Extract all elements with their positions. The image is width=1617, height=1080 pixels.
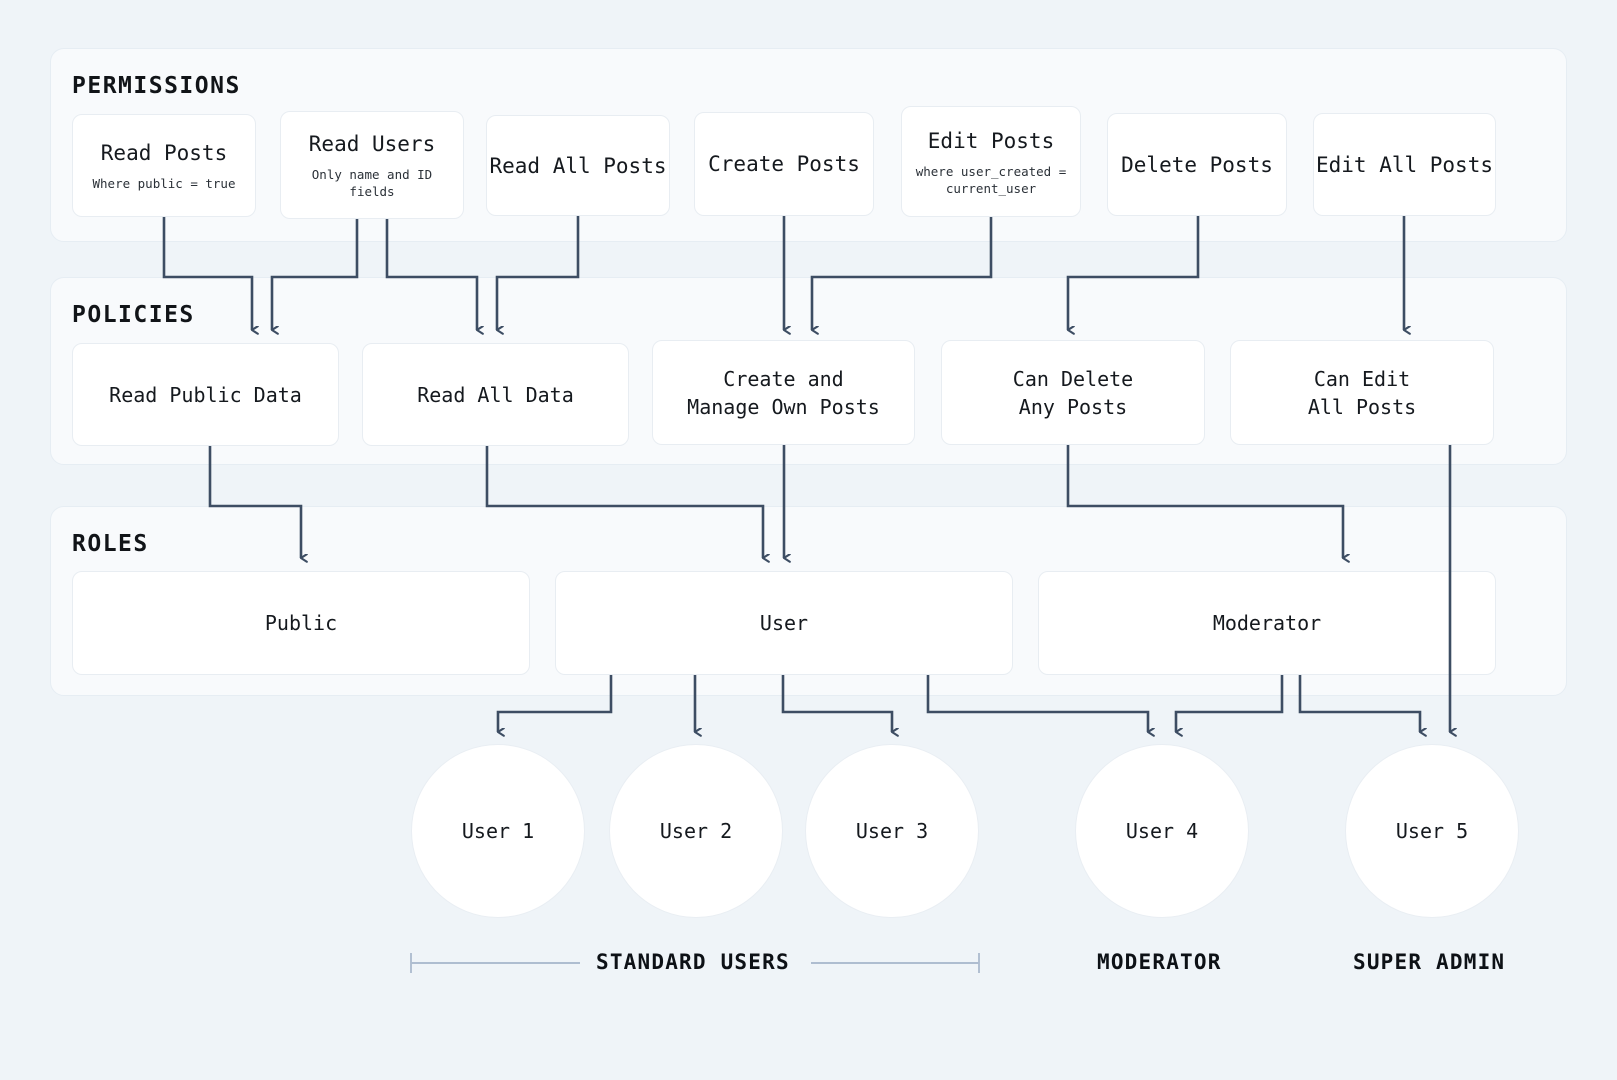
policy-title: Can Edit All Posts [1307, 366, 1417, 419]
user-label: User 2 [659, 819, 733, 843]
permission-title: Read Users [308, 132, 436, 156]
permissions-title: PERMISSIONS [72, 73, 241, 99]
user-node-2[interactable]: User 2 [609, 744, 783, 918]
group-label-moderator: MODERATOR [1097, 950, 1222, 974]
user-node-5[interactable]: User 5 [1345, 744, 1519, 918]
policy-read-public-data[interactable]: Read Public Data [72, 343, 339, 446]
permission-title: Read Posts [100, 141, 228, 165]
permission-subtitle: Only name and ID fields [311, 167, 433, 199]
policy-read-all-data[interactable]: Read All Data [362, 343, 629, 446]
group-label-standard-users: STANDARD USERS [596, 950, 790, 974]
permission-title: Read All Posts [489, 153, 667, 178]
permission-edit-posts[interactable]: Edit Posts where user_created = current_… [901, 106, 1081, 217]
permission-edit-all-posts[interactable]: Edit All Posts [1313, 113, 1496, 216]
roles-title: ROLES [72, 531, 149, 557]
role-public[interactable]: Public [72, 571, 530, 675]
policy-title: Create and Manage Own Posts [687, 366, 880, 419]
user-label: User 3 [855, 819, 929, 843]
policy-title: Read All Data [417, 382, 574, 407]
permission-delete-posts[interactable]: Delete Posts [1107, 113, 1287, 216]
role-title: Moderator [1212, 611, 1322, 635]
user-label: User 1 [461, 819, 535, 843]
group-label-super-admin: SUPER ADMIN [1353, 950, 1506, 974]
permission-read-users[interactable]: Read Users Only name and ID fields [280, 111, 464, 219]
user-node-4[interactable]: User 4 [1075, 744, 1249, 918]
role-title: Public [264, 611, 338, 635]
permission-subtitle: where user_created = current_user [915, 163, 1067, 196]
user-node-1[interactable]: User 1 [411, 744, 585, 918]
policy-create-manage-own-posts[interactable]: Create and Manage Own Posts [652, 340, 915, 445]
policy-title: Can Delete Any Posts [1012, 366, 1134, 419]
permission-subtitle: Where public = true [92, 176, 236, 191]
role-title: User [759, 611, 809, 635]
permission-read-posts[interactable]: Read Posts Where public = true [72, 114, 256, 217]
user-node-3[interactable]: User 3 [805, 744, 979, 918]
permission-title: Create Posts [708, 152, 860, 176]
user-label: User 5 [1395, 819, 1469, 843]
role-moderator[interactable]: Moderator [1038, 571, 1496, 675]
permission-read-all-posts[interactable]: Read All Posts [486, 115, 670, 216]
policy-can-edit-all-posts[interactable]: Can Edit All Posts [1230, 340, 1494, 445]
policy-can-delete-any-posts[interactable]: Can Delete Any Posts [941, 340, 1205, 445]
permission-title: Edit Posts [927, 128, 1055, 153]
user-label: User 4 [1125, 819, 1199, 843]
policy-title: Read Public Data [109, 382, 302, 407]
permission-create-posts[interactable]: Create Posts [694, 112, 874, 216]
permission-title: Delete Posts [1121, 152, 1273, 177]
policies-title: POLICIES [72, 302, 195, 328]
role-user[interactable]: User [555, 571, 1013, 675]
permission-title: Edit All Posts [1315, 152, 1493, 177]
